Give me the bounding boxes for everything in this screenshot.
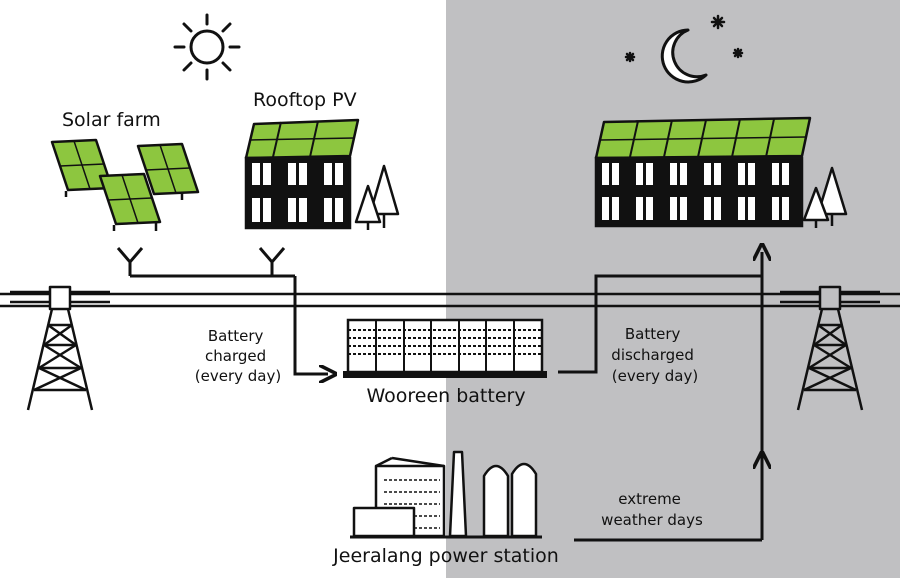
wooreen-battery-label: Wooreen battery bbox=[366, 385, 525, 407]
tree-icon bbox=[802, 166, 848, 228]
power-station-icon bbox=[350, 450, 542, 539]
jeeralang-power-station-label: Jeeralang power station bbox=[332, 545, 559, 567]
transmission-lines bbox=[0, 292, 900, 308]
solar-panel bbox=[136, 142, 200, 200]
transmission-tower-icon bbox=[780, 285, 880, 411]
rooftop-pv-houses bbox=[244, 118, 360, 230]
star-icon bbox=[624, 14, 744, 63]
charge-flow-connector bbox=[116, 247, 328, 374]
rooftop-pv-label: Rooftop PV bbox=[253, 89, 357, 111]
tree-icon bbox=[354, 164, 400, 230]
moon-icon bbox=[660, 28, 708, 84]
sun-icon bbox=[173, 13, 241, 81]
solar-farm-label: Solar farm bbox=[62, 109, 161, 131]
solar-farm-icon bbox=[50, 138, 200, 231]
night-houses bbox=[594, 116, 812, 228]
solar-panel bbox=[98, 172, 162, 231]
battery-bank-icon bbox=[343, 318, 547, 378]
discharge-flow-connector bbox=[558, 252, 762, 542]
extreme-weather-label: extreme weather days bbox=[601, 490, 703, 529]
transmission-tower-icon bbox=[10, 285, 110, 411]
battery-charged-label: Battery charged (every day) bbox=[195, 327, 281, 385]
battery-discharged-label: Battery discharged (every day) bbox=[611, 325, 698, 385]
